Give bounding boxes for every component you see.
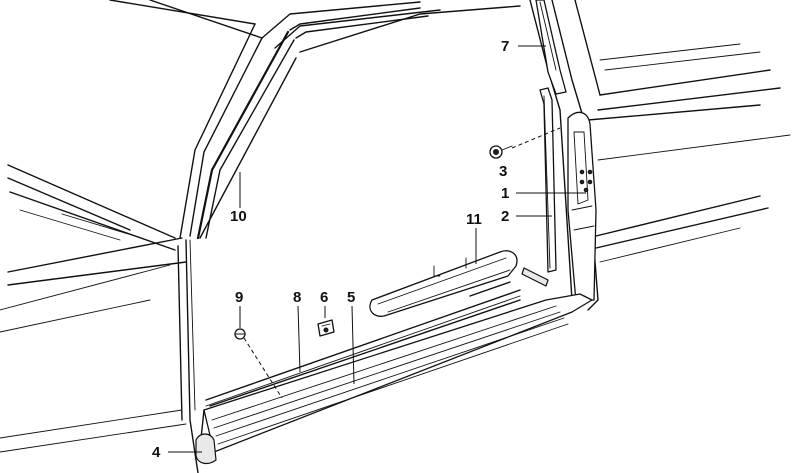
callout-10: 10 xyxy=(230,208,247,225)
part-9-screw xyxy=(234,328,283,399)
callout-4: 4 xyxy=(152,444,161,461)
part-10-window-seal xyxy=(196,7,429,240)
callout-6: 6 xyxy=(320,289,328,306)
part-1-pillar-cover xyxy=(567,111,597,303)
callout-9: 9 xyxy=(235,289,243,306)
part-2-door-seal xyxy=(521,87,557,287)
callout-8: 8 xyxy=(293,289,301,306)
part-3-clip xyxy=(489,145,513,159)
part-6-spring-clip xyxy=(317,319,335,337)
part-5-sill-strip xyxy=(199,293,593,453)
callout-labels: 7 3 1 2 11 10 9 8 6 5 4 xyxy=(152,38,509,461)
part-11-cover xyxy=(369,250,518,317)
callout-3: 3 xyxy=(499,163,507,180)
part-7-pillar-trim xyxy=(535,0,567,95)
part-8-trim-strip xyxy=(205,289,521,407)
callout-1: 1 xyxy=(501,185,509,202)
part-4-end-cap xyxy=(195,433,217,465)
callout-7: 7 xyxy=(501,38,509,55)
leader-lines xyxy=(168,45,586,453)
callout-5: 5 xyxy=(347,289,355,306)
callout-11: 11 xyxy=(466,211,482,228)
callout-2: 2 xyxy=(501,208,509,225)
